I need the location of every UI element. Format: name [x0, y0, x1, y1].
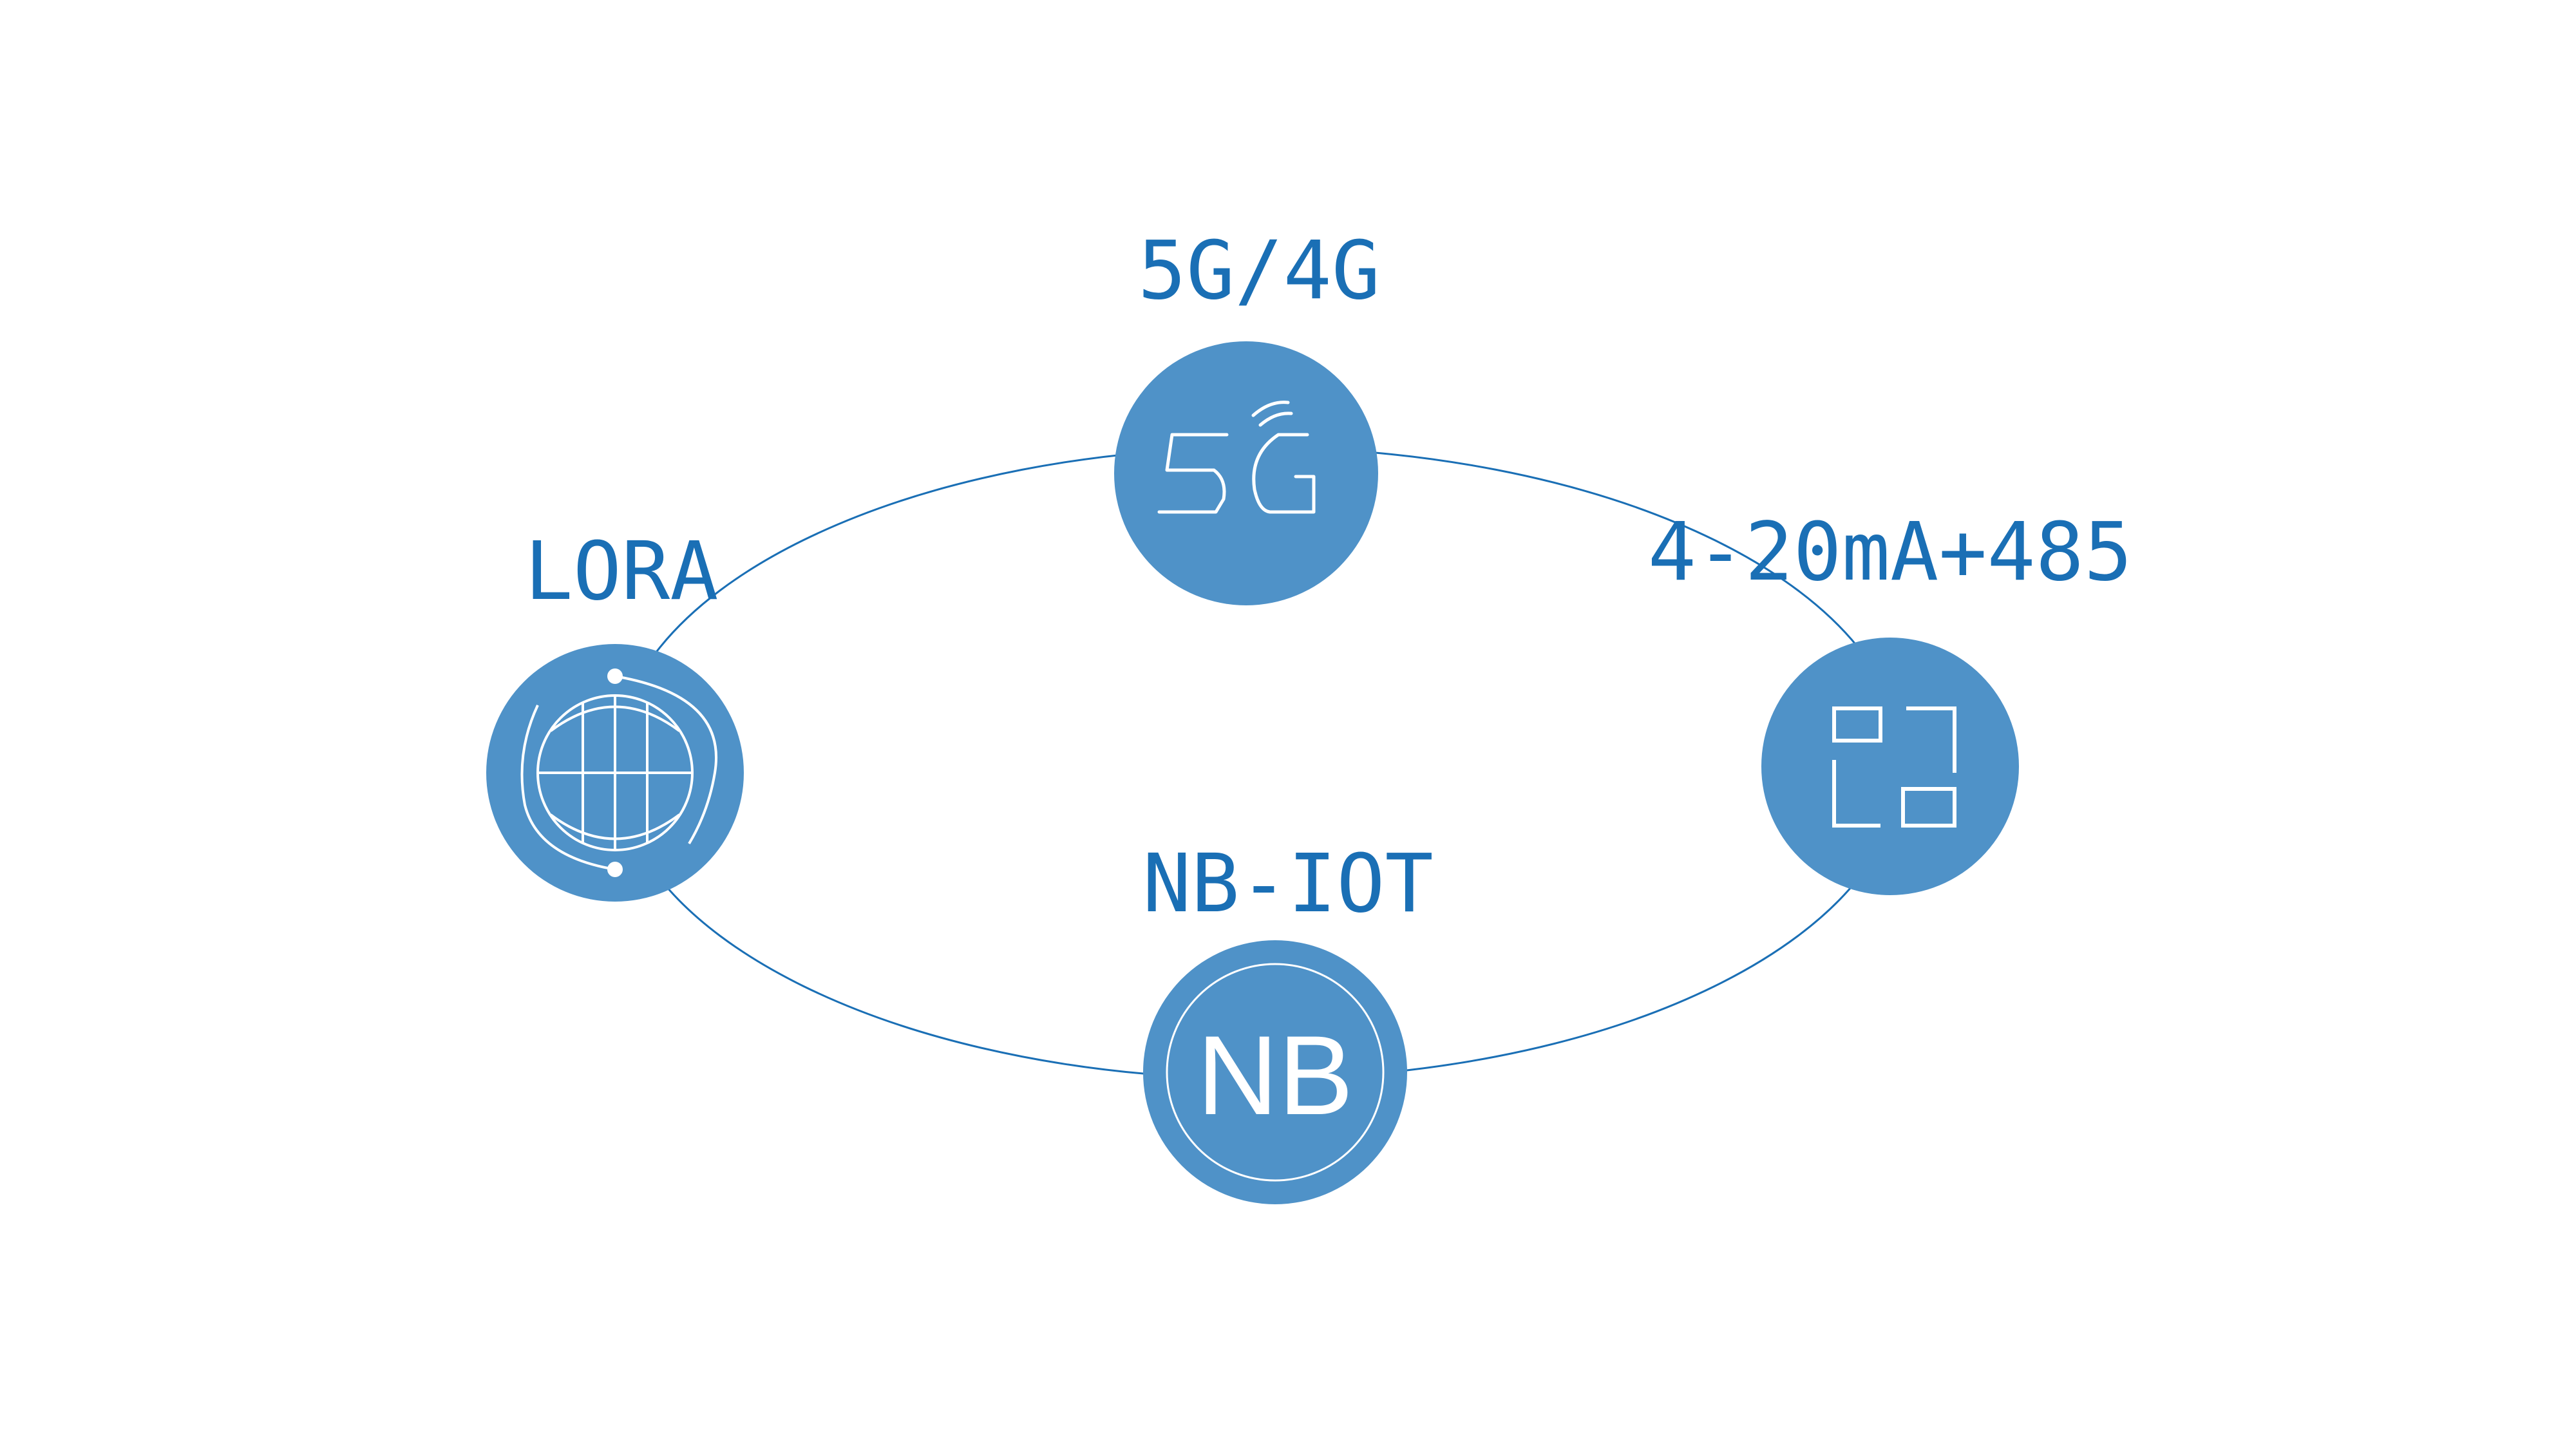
node-analog [1761, 638, 2019, 895]
globe-icon [520, 668, 718, 877]
node-analog-circle [1761, 638, 2019, 895]
node-lora [486, 644, 744, 902]
nb-icon [1166, 963, 1385, 1182]
node-5g-circle [1114, 341, 1378, 605]
node-analog-label: 4-20mA+485 [1647, 506, 2133, 599]
nb-icon-text: NB [1197, 1013, 1353, 1139]
5g-icon [1157, 401, 1316, 514]
node-nbiot: NB [1143, 940, 1407, 1204]
node-5g-label: 5G/4G [1137, 224, 1381, 317]
node-5g [1114, 341, 1378, 605]
node-nbiot-label: NB-IOT [1142, 837, 1434, 931]
node-nbiot-circle [1143, 940, 1407, 1204]
module-icon [1832, 706, 1956, 828]
node-lora-label: LORA [524, 525, 719, 618]
